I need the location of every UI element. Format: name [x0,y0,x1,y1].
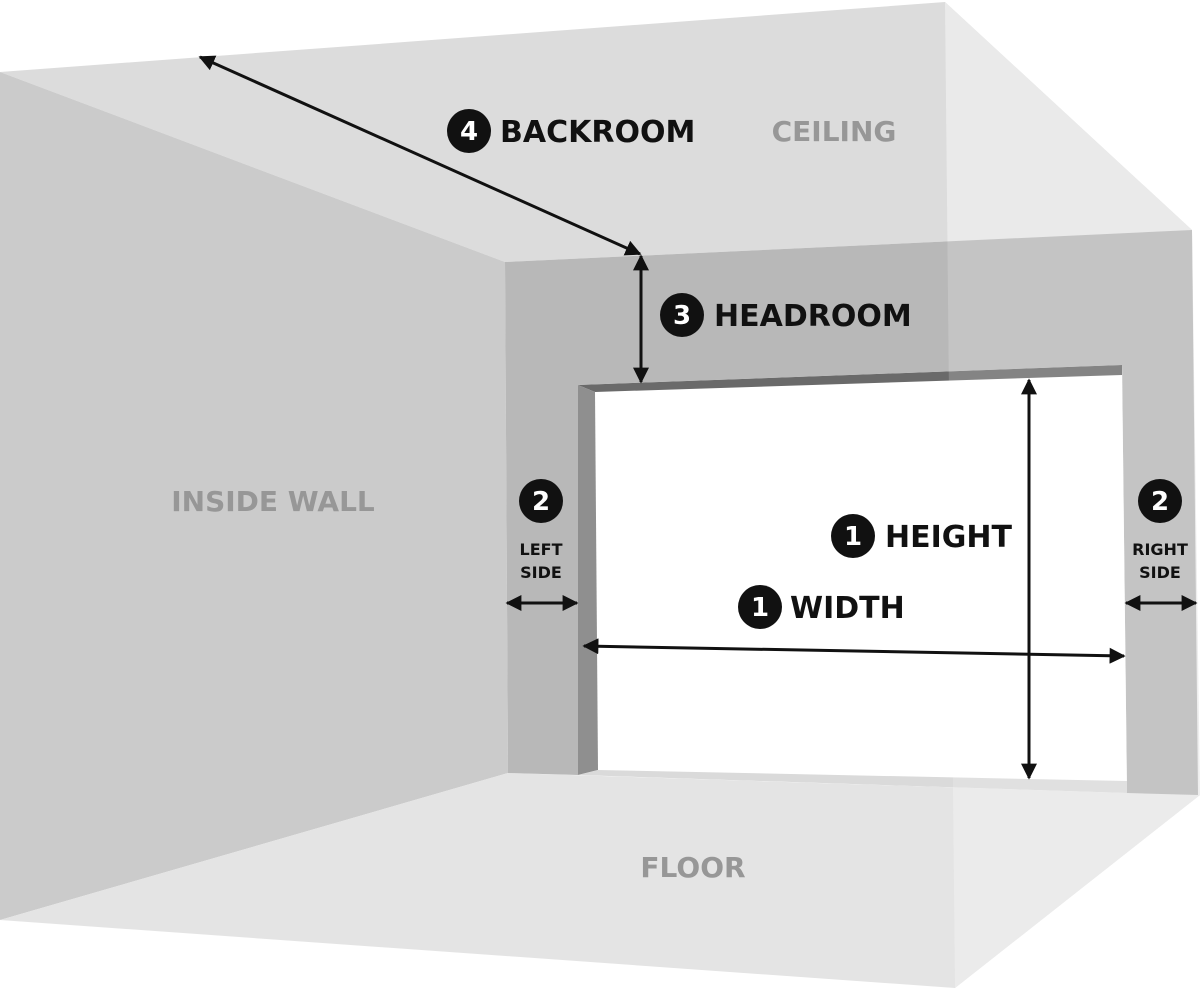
right-side-label-line2: SIDE [1139,563,1181,582]
right-side-marker: 2 [1138,479,1182,523]
back-wall-frame [505,230,1198,795]
inside-wall-label: INSIDE WALL [171,485,375,518]
number-badge [519,479,563,523]
door-opening [578,365,1127,793]
headroom-label: HEADROOM [714,299,912,334]
number-badge-text: 2 [1151,487,1169,517]
number-badge-text: 1 [844,522,862,552]
width-arrow [582,638,1126,664]
number-badge [831,514,875,558]
floor-surface [0,773,1200,988]
floor-label: FLOOR [640,851,745,884]
left-side-marker: 2 [519,479,563,523]
opening-header-edge [578,365,1122,392]
width-marker: 1 [738,585,782,629]
number-badge [660,293,704,337]
number-badge-text: 1 [751,593,769,623]
number-badge-text: 3 [673,301,691,331]
height-marker: 1 [831,514,875,558]
right-near-wall-overlay [945,2,1200,988]
opening-left-jamb [578,385,598,775]
number-badge [738,585,782,629]
headroom-marker: 3 [660,293,704,337]
backroom-marker: 4 [447,109,491,153]
number-badge [1138,479,1182,523]
left-side-label-line1: LEFT [520,540,563,559]
right-side-label-line1: RIGHT [1132,540,1188,559]
height-label: HEIGHT [885,520,1012,555]
width-label: WIDTH [790,591,905,626]
backroom-label: BACKROOM [500,115,695,150]
left-side-label-line2: SIDE [520,563,562,582]
backroom-arrow [198,55,642,256]
number-badge-text: 4 [460,117,478,147]
opening-floor-edge [578,770,1127,793]
number-badge-text: 2 [532,487,550,517]
ceiling-label: CEILING [772,115,897,148]
number-badge [447,109,491,153]
left-inside-wall [0,72,508,920]
